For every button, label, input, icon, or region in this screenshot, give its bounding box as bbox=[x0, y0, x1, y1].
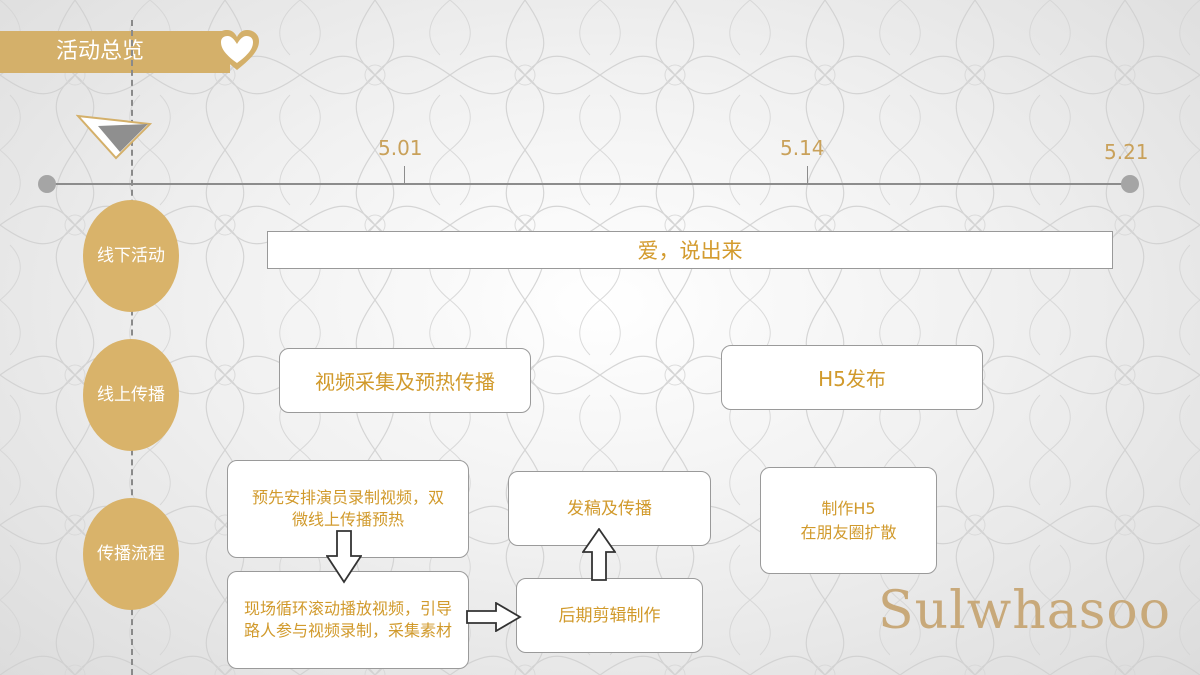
timeline-start-dot bbox=[38, 175, 56, 193]
timeline-axis bbox=[46, 183, 1130, 185]
row-label-text: 传播流程 bbox=[97, 544, 165, 564]
paper-plane-icon bbox=[76, 114, 152, 160]
row-label-text: 线下活动 bbox=[97, 246, 165, 266]
timeline-end-dot bbox=[1121, 175, 1139, 193]
row-label-text: 线上传播 bbox=[97, 385, 165, 405]
arrow-down-icon bbox=[326, 530, 362, 584]
offline-event-bar: 爱，说出来 bbox=[267, 231, 1113, 269]
process-step-h5: 制作H5 在朋友圈扩散 bbox=[760, 467, 937, 574]
h5-launch-box: H5发布 bbox=[721, 345, 983, 410]
process-step-editing: 后期剪辑制作 bbox=[516, 578, 703, 653]
h5-step-line: 在朋友圈扩散 bbox=[800, 522, 897, 542]
date-label: 5.01 bbox=[378, 136, 423, 160]
row-label-process: 传播流程 bbox=[83, 498, 179, 610]
row-label-online: 线上传播 bbox=[83, 339, 179, 451]
heart-icon bbox=[215, 30, 259, 70]
timeline-tick bbox=[404, 166, 405, 184]
date-label: 5.21 bbox=[1104, 140, 1149, 164]
timeline-tick bbox=[807, 166, 808, 184]
brand-logo: Sulwhasoo bbox=[878, 581, 1172, 641]
process-step-onsite: 现场循环滚动播放视频，引导路人参与视频录制，采集素材 bbox=[227, 571, 469, 669]
arrow-up-icon bbox=[582, 528, 616, 581]
process-step-publish: 发稿及传播 bbox=[508, 471, 711, 546]
h5-step-line: 制作H5 bbox=[821, 498, 876, 518]
row-label-offline: 线下活动 bbox=[83, 200, 179, 312]
date-label: 5.14 bbox=[780, 136, 825, 160]
arrow-right-icon bbox=[466, 602, 522, 632]
page-title: 活动总览 bbox=[0, 31, 230, 73]
video-collection-box: 视频采集及预热传播 bbox=[279, 348, 531, 413]
